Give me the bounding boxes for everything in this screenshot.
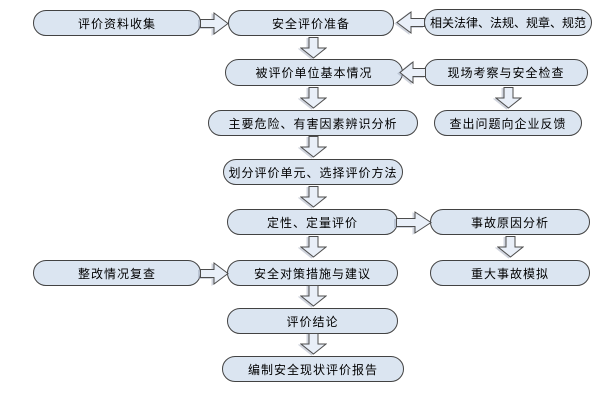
arrow-qualeval-to-accident-right-icon — [396, 211, 432, 234]
arrow-basic-to-hazard-down-icon — [300, 87, 327, 109]
flow-node-conclusion: 评价结论 — [227, 308, 398, 334]
flow-node-accident: 事故原因分析 — [430, 209, 590, 235]
flow-node-collect: 评价资料收集 — [33, 10, 201, 36]
arrow-site-to-basic-left-icon — [399, 61, 426, 84]
flow-node-report: 编制安全现状评价报告 — [222, 356, 404, 382]
flow-node-prepare: 安全评价准备 — [228, 10, 394, 36]
flow-node-feedback: 查出问题向企业反馈 — [434, 110, 582, 136]
flow-node-hazard: 主要危险、有害因素辨识分析 — [208, 110, 418, 136]
arrow-site-to-feedback-down-icon — [495, 87, 522, 109]
arrow-hazard-to-unit-down-icon — [300, 136, 327, 158]
flow-node-laws: 相关法律、法规、规章、规范 — [424, 9, 592, 36]
flow-node-basic: 被评价单位基本情况 — [225, 59, 403, 86]
flow-node-qualeval: 定性、定量评价 — [227, 209, 398, 235]
arrow-qualeval-to-measures-down-icon — [300, 236, 327, 258]
arrow-unit-to-qualeval-down-icon — [300, 186, 327, 208]
arrow-prepare-to-basic-down-icon — [300, 37, 327, 59]
arrow-collect-to-prepare-right-icon — [200, 12, 229, 35]
flow-node-unit: 划分评价单元、选择评价方法 — [223, 159, 403, 185]
flow-node-rectify: 整改情况复查 — [33, 260, 201, 286]
flow-node-measures: 安全对策措施与建议 — [227, 260, 398, 286]
flow-node-major: 重大事故模拟 — [430, 260, 590, 286]
arrow-accident-to-major-down-icon — [497, 236, 524, 258]
arrow-conclusion-to-report-down-icon — [300, 333, 327, 355]
arrow-laws-to-prepare-left-icon — [396, 11, 425, 34]
flow-node-site: 现场考察与安全检查 — [424, 59, 588, 86]
arrow-rectify-to-measures-right-icon — [200, 262, 229, 285]
arrow-measures-to-conclusion-down-icon — [300, 285, 327, 307]
